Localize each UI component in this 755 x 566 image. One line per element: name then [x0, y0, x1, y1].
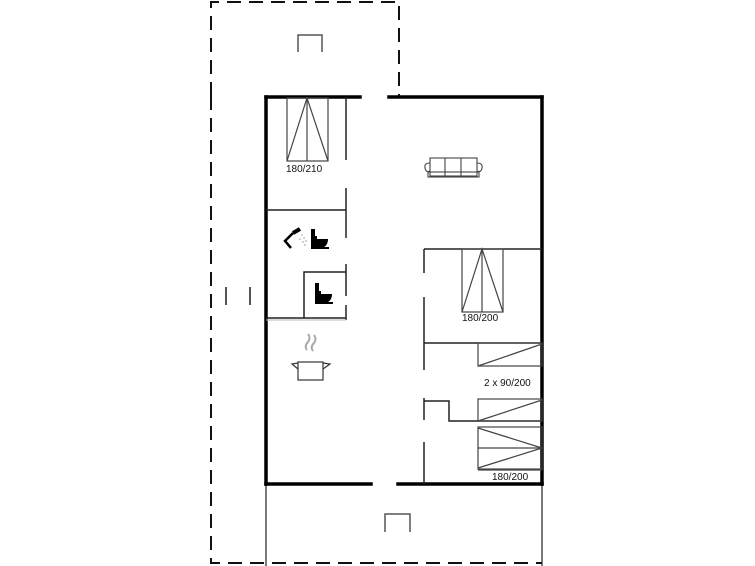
bed-label-180-210: 180/210 — [286, 164, 323, 175]
dashed-terrace-outline — [210, 1, 542, 564]
window-marks — [225, 287, 251, 305]
toilet-icon — [311, 229, 329, 249]
sofa-icon — [424, 157, 483, 178]
twin-beds — [477, 342, 543, 422]
bed-180-200-middle — [461, 247, 504, 313]
shower-icon — [283, 227, 307, 249]
bed-label-180-200-middle: 180/200 — [462, 313, 499, 324]
toilet-icon — [315, 283, 333, 304]
terrace-marker-icon — [297, 34, 411, 532]
bed-label-twin: 2 x 90/200 — [484, 378, 531, 389]
bed-label-180-200-bottom: 180/200 — [492, 472, 529, 483]
bed-180-200-bottom — [477, 426, 545, 471]
cooking-pot-icon — [290, 333, 332, 381]
bed-180-210 — [286, 96, 329, 162]
lower-terrace-outline — [265, 484, 543, 566]
